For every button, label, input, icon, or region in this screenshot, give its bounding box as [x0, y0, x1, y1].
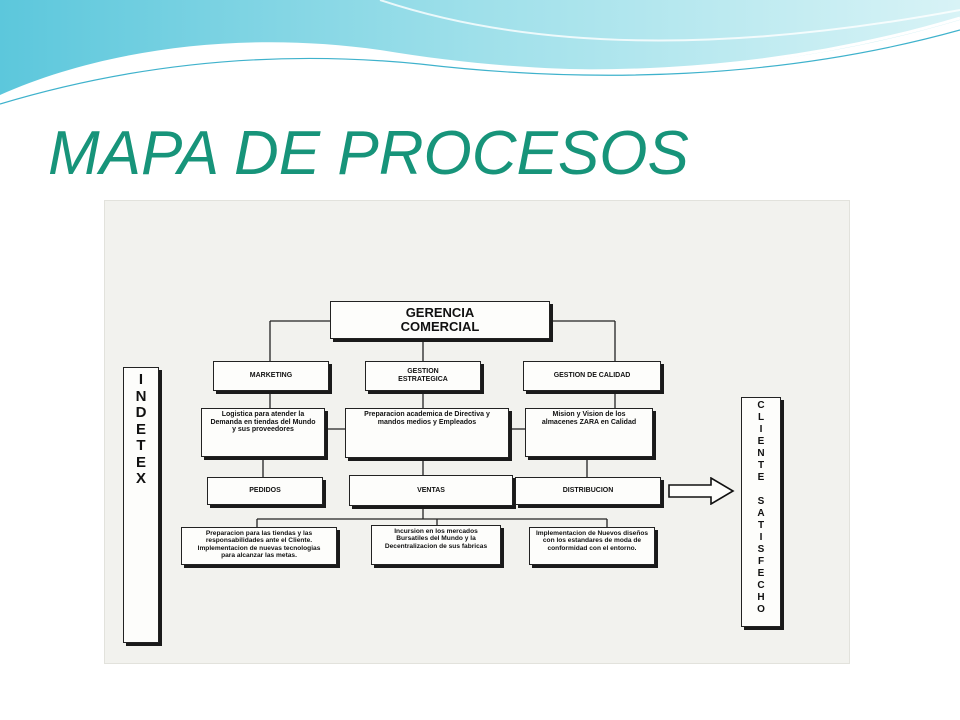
gestion-estrategica-box: GESTION ESTRATEGICA [365, 361, 481, 391]
indetex-letter: N [135, 387, 147, 405]
satisfecho-letter: T [757, 520, 765, 531]
satisfecho-letter: S [757, 496, 765, 507]
satisfecho-letter: I [759, 532, 763, 543]
indetex-letter: E [135, 453, 146, 471]
distribucion-box: DISTRIBUCION [515, 477, 661, 505]
satisfecho-letter: F [757, 556, 765, 567]
cliente-satisfecho-vertical-label: C L I E N T E S A T I S F E C H O [741, 397, 781, 627]
cliente-letter: L [757, 412, 765, 423]
satisfecho-letter: E [757, 568, 765, 579]
arrow-right-icon [668, 477, 735, 505]
implementacion-outcome-box: Implementacion de Nuevos diseños con los… [529, 527, 655, 565]
satisfecho-letter: H [757, 592, 765, 603]
satisfecho-letter: S [757, 544, 765, 555]
indetex-letter: T [136, 437, 146, 454]
cliente-letter: N [757, 448, 765, 459]
incursion-outcome-box: Incursion en los mercados Bursatiles del… [371, 525, 501, 565]
satisfecho-letter: A [757, 508, 765, 519]
cliente-letter: T [757, 460, 765, 471]
preparacion-outcome-box: Preparacion para las tiendas y las respo… [181, 527, 337, 565]
indetex-letter: X [135, 470, 146, 487]
cliente-letter: E [757, 472, 765, 483]
slide-title: MAPA DE PROCESOS [48, 119, 689, 188]
mision-description-box: Mision y Vision de los almacenes ZARA en… [525, 408, 653, 457]
gerencia-comercial-box: GERENCIA COMERCIAL [330, 301, 550, 339]
cliente-letter: I [759, 424, 763, 435]
indetex-vertical-label: I N D E T E X [123, 367, 159, 643]
satisfecho-letter: C [757, 580, 765, 591]
indetex-letter: D [135, 404, 147, 421]
logistica-description-box: Logistica para atender la Demanda en tie… [201, 408, 325, 457]
cliente-letter: C [757, 400, 765, 411]
gestion-de-calidad-box: GESTION DE CALIDAD [523, 361, 661, 391]
process-map-diagram: GERENCIA COMERCIAL MARKETING GESTION EST… [104, 200, 850, 664]
ventas-box: VENTAS [349, 475, 513, 506]
pedidos-box: PEDIDOS [207, 477, 323, 505]
satisfecho-letter: O [757, 604, 765, 615]
cliente-letter: E [757, 436, 765, 447]
marketing-box: MARKETING [213, 361, 329, 391]
preparacion-description-box: Preparacion academica de Directiva y man… [345, 408, 509, 458]
header-wave-decoration [0, 0, 960, 105]
connector-lines [256, 320, 616, 527]
indetex-letter: I [138, 371, 144, 388]
indetex-letter: E [135, 420, 146, 438]
